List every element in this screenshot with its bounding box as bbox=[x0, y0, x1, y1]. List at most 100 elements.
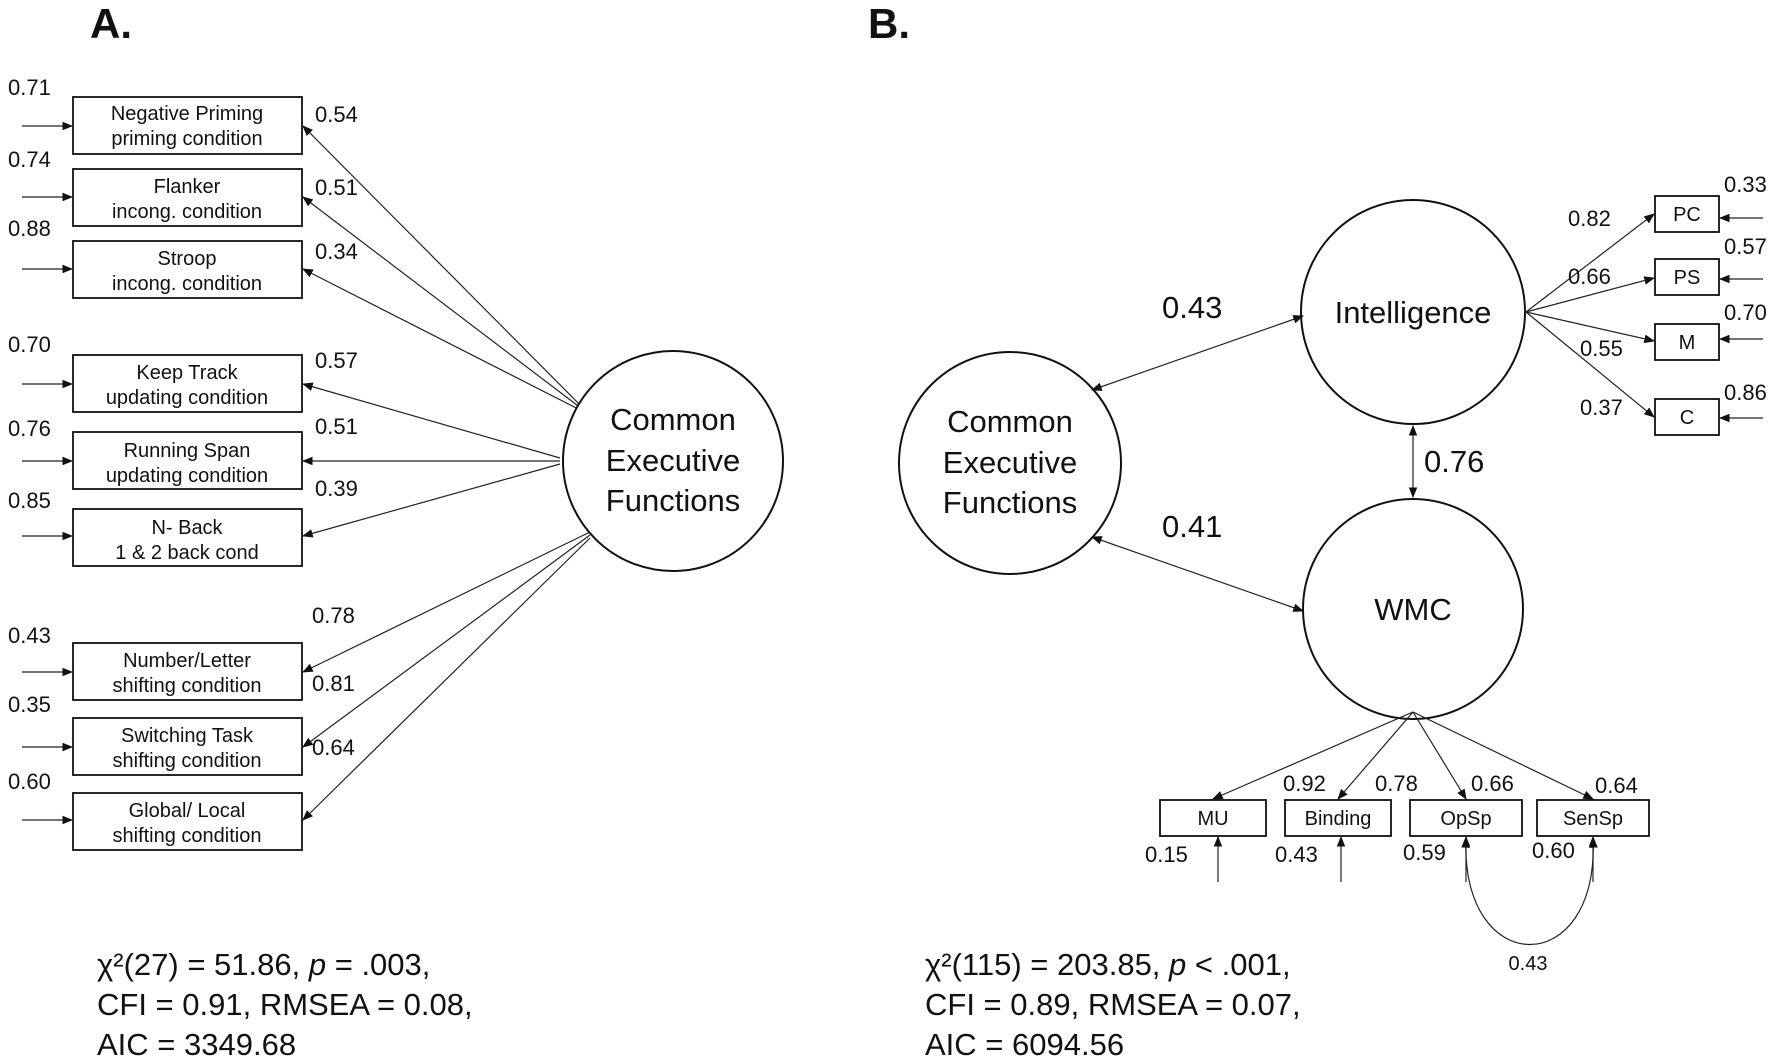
error-variance: 0.88 bbox=[8, 216, 51, 241]
svg-text:AIC = 3349.68: AIC = 3349.68 bbox=[97, 1027, 296, 1061]
svg-text:AIC = 6094.56: AIC = 6094.56 bbox=[925, 1027, 1124, 1061]
indicator-name: Flanker bbox=[154, 176, 221, 198]
indicator-number-letter: Number/Letter shifting condition 0.43 0.… bbox=[8, 531, 591, 701]
svg-text:Common: Common bbox=[947, 404, 1073, 439]
svg-text:OpSp: OpSp bbox=[1440, 808, 1491, 830]
indicator-name: Global/ Local bbox=[129, 800, 246, 822]
svg-text:PS: PS bbox=[1674, 267, 1701, 289]
factor-loading: 0.78 bbox=[1375, 771, 1418, 796]
svg-text:PC: PC bbox=[1673, 204, 1701, 226]
error-variance: 0.43 bbox=[8, 623, 51, 648]
indicator-name: Negative Priming bbox=[111, 103, 263, 125]
indicator-running-span: Running Span updating condition 0.76 0.5… bbox=[8, 414, 560, 490]
indicator-binding: Binding 0.78 0.43 bbox=[1275, 711, 1418, 882]
indicator-condition: 1 & 2 back cond bbox=[115, 542, 258, 564]
svg-text:CFI = 0.89, RMSEA = 0.07,: CFI = 0.89, RMSEA = 0.07, bbox=[925, 987, 1301, 1022]
factor-loading: 0.66 bbox=[1471, 771, 1514, 796]
indicator-name: Running Span bbox=[124, 440, 251, 462]
indicator-n-back: N- Back 1 & 2 back cond 0.85 0.39 bbox=[8, 463, 561, 567]
error-variance: 0.57 bbox=[1724, 234, 1767, 259]
indicator-condition: shifting condition bbox=[113, 750, 262, 772]
factor-loading: 0.55 bbox=[1580, 336, 1623, 361]
indicator-flanker: Flanker incong. condition 0.74 0.51 bbox=[8, 147, 591, 416]
corr-intelligence-wmc: 0.76 bbox=[1424, 444, 1484, 479]
svg-text:WMC: WMC bbox=[1374, 592, 1451, 627]
latent-correlations: 0.43 0.41 0.76 bbox=[1090, 290, 1484, 612]
indicator-name: N- Back bbox=[151, 517, 223, 539]
svg-text:Intelligence: Intelligence bbox=[1335, 295, 1492, 330]
indicator-mu: MU 0.92 0.15 bbox=[1145, 711, 1414, 882]
latent-intelligence: Intelligence bbox=[1300, 199, 1526, 425]
factor-loading: 0.92 bbox=[1283, 771, 1326, 796]
indicator-condition: shifting condition bbox=[113, 825, 262, 847]
factor-loading: 0.34 bbox=[315, 239, 358, 264]
error-variance: 0.71 bbox=[8, 75, 51, 100]
indicator-name: Stroop bbox=[158, 248, 217, 270]
svg-text:Executive: Executive bbox=[943, 445, 1077, 480]
error-variance: 0.59 bbox=[1403, 840, 1446, 865]
factor-loading: 0.64 bbox=[1595, 773, 1638, 798]
factor-loading: 0.57 bbox=[315, 348, 358, 373]
indicator-name: Keep Track bbox=[136, 362, 238, 384]
factor-loading: 0.37 bbox=[1580, 395, 1623, 420]
factor-loading: 0.66 bbox=[1568, 264, 1611, 289]
error-variance: 0.85 bbox=[8, 488, 51, 513]
factor-loading: 0.64 bbox=[312, 735, 355, 760]
indicator-condition: priming condition bbox=[111, 128, 262, 150]
svg-text:Binding: Binding bbox=[1305, 808, 1372, 830]
svg-text:CFI = 0.91, RMSEA = 0.08,: CFI = 0.91, RMSEA = 0.08, bbox=[97, 987, 473, 1022]
intelligence-indicators: PC 0.82 0.33 PS 0.66 0.57 M 0.55 0.70 bbox=[1525, 172, 1767, 436]
error-variance: 0.74 bbox=[8, 147, 51, 172]
error-variance: 0.35 bbox=[8, 692, 51, 717]
indicator-name: Switching Task bbox=[121, 725, 254, 747]
factor-loading: 0.39 bbox=[315, 476, 358, 501]
panel-a-indicators: Negative Priming priming condition 0.71 … bbox=[8, 75, 591, 851]
factor-loading: 0.78 bbox=[312, 603, 355, 628]
indicator-condition: shifting condition bbox=[113, 675, 262, 697]
svg-text:C: C bbox=[1680, 407, 1694, 429]
error-variance: 0.60 bbox=[8, 769, 51, 794]
indicator-condition: incong. condition bbox=[112, 201, 262, 223]
error-variance: 0.15 bbox=[1145, 842, 1188, 867]
svg-text:Functions: Functions bbox=[606, 483, 740, 518]
indicator-global-local: Global/ Local shifting condition 0.60 0.… bbox=[8, 537, 591, 851]
error-variance: 0.70 bbox=[1724, 300, 1767, 325]
indicator-ps: PS 0.66 0.57 bbox=[1525, 234, 1767, 313]
svg-text:M: M bbox=[1679, 332, 1696, 354]
panel-a-label: A. bbox=[90, 0, 132, 47]
factor-loading: 0.51 bbox=[315, 414, 358, 439]
indicator-stroop: Stroop incong. condition 0.88 0.34 bbox=[8, 216, 591, 416]
error-variance: 0.60 bbox=[1532, 838, 1575, 863]
svg-text:Functions: Functions bbox=[943, 485, 1077, 520]
svg-text:MU: MU bbox=[1197, 808, 1228, 830]
indicator-sensp: SenSp 0.64 0.60 bbox=[1412, 711, 1650, 882]
latent-wmc: WMC bbox=[1302, 498, 1524, 720]
svg-text:Common: Common bbox=[610, 402, 736, 437]
error-variance: 0.70 bbox=[8, 332, 51, 357]
svg-text:χ²(27) = 51.86, p = .003,: χ²(27) = 51.86, p = .003, bbox=[97, 947, 430, 982]
factor-loading: 0.54 bbox=[315, 102, 358, 127]
indicator-name: Number/Letter bbox=[123, 650, 251, 672]
indicator-condition: updating condition bbox=[106, 387, 268, 409]
indicator-c: C 0.37 0.86 bbox=[1525, 311, 1767, 436]
indicator-pc: PC 0.82 0.33 bbox=[1525, 172, 1767, 313]
wmc-indicators: MU 0.92 0.15 Binding 0.78 0.43 OpSp 0.66… bbox=[1145, 711, 1650, 975]
svg-text:0.43: 0.43 bbox=[1509, 953, 1548, 975]
factor-loading: 0.81 bbox=[312, 671, 355, 696]
factor-loading: 0.51 bbox=[315, 175, 358, 200]
error-variance: 0.86 bbox=[1724, 380, 1767, 405]
fit-stats-a: χ²(27) = 51.86, p = .003, CFI = 0.91, RM… bbox=[97, 947, 473, 1061]
factor-loading: 0.82 bbox=[1568, 206, 1611, 231]
indicator-switching-task: Switching Task shifting condition 0.35 0… bbox=[8, 534, 591, 776]
corr-cef-intelligence: 0.43 bbox=[1162, 290, 1222, 325]
indicator-m: M 0.55 0.70 bbox=[1525, 300, 1767, 361]
svg-text:χ²(115) = 203.85, p < .001,: χ²(115) = 203.85, p < .001, bbox=[925, 947, 1291, 982]
indicator-keep-track: Keep Track updating condition 0.70 0.57 bbox=[8, 332, 561, 459]
latent-common-executive-functions-b: Common Executive Functions bbox=[898, 351, 1122, 575]
indicator-opsp: OpSp 0.66 0.59 bbox=[1403, 711, 1523, 882]
latent-common-executive-functions-a: Common Executive Functions bbox=[562, 350, 784, 572]
indicator-negative-priming: Negative Priming priming condition 0.71 … bbox=[8, 75, 591, 416]
fit-stats-b: χ²(115) = 203.85, p < .001, CFI = 0.89, … bbox=[925, 947, 1301, 1061]
svg-text:SenSp: SenSp bbox=[1563, 808, 1623, 830]
